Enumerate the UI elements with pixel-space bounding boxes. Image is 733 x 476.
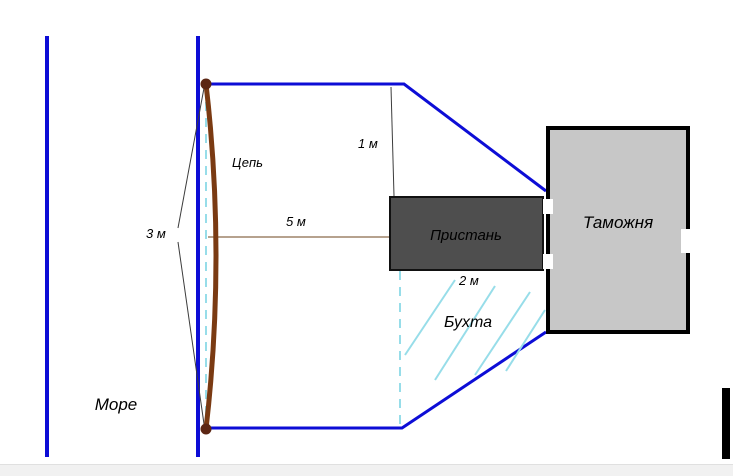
pier-rect bbox=[389, 196, 544, 271]
customs-door-top bbox=[543, 199, 553, 214]
sag-leader-top bbox=[177, 87, 205, 229]
top-gap-measurement-label: 1 м bbox=[358, 136, 378, 151]
pier-gap-measurement-label: 2 м bbox=[458, 273, 479, 288]
sag-leader-bottom bbox=[177, 241, 205, 425]
customs-label: Таможня bbox=[583, 213, 653, 232]
bay-hatch-line-1 bbox=[404, 279, 456, 356]
bay-hatch-line-2 bbox=[434, 285, 496, 381]
sea-label: Море bbox=[95, 395, 138, 414]
right-edge-structure bbox=[722, 388, 730, 459]
bay-hatch-line-3 bbox=[474, 291, 531, 376]
customs-door-bottom bbox=[543, 254, 553, 269]
top-gap-leader bbox=[390, 86, 395, 197]
bay-hatch-line-4 bbox=[505, 309, 546, 372]
pier-label: Пристань bbox=[430, 227, 502, 244]
chain-curve bbox=[203, 81, 219, 432]
bay-outline-top bbox=[206, 82, 547, 193]
chain-anchor-bottom bbox=[200, 423, 212, 435]
bottom-strip bbox=[0, 464, 733, 476]
bay-label: Бухта bbox=[444, 314, 492, 331]
chain-label: Цепь bbox=[232, 155, 263, 170]
customs-right-notch bbox=[681, 229, 695, 253]
bay-outline-bottom bbox=[206, 330, 547, 430]
chain-anchor-top bbox=[200, 78, 212, 90]
chain-to-pier-measurement-label: 5 м bbox=[286, 214, 306, 229]
sag-measurement-label: 3 м bbox=[146, 226, 166, 241]
